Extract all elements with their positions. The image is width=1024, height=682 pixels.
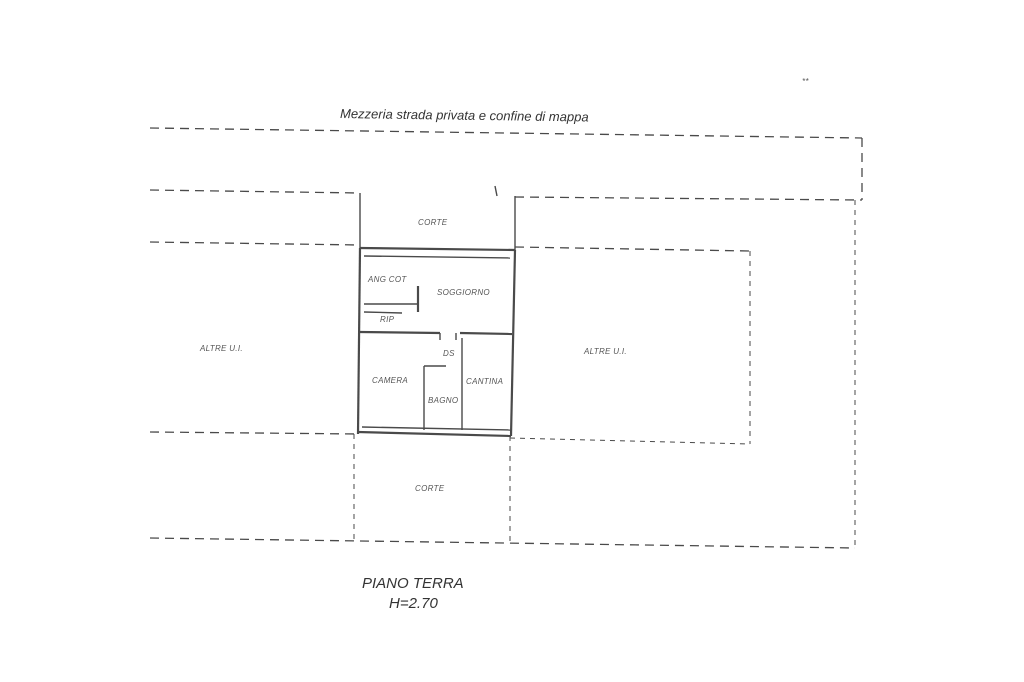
room-label-rip: RIP	[380, 315, 395, 324]
room-label-ds: DS	[443, 349, 455, 358]
boundary-line-2-right	[514, 196, 863, 201]
boundary-line-3	[149, 241, 361, 246]
room-label-altre-left: ALTRE U.I.	[199, 344, 243, 353]
room-label-corte-top: CORTE	[418, 218, 448, 227]
corte-bottom-area	[353, 434, 511, 545]
building-walls	[356, 246, 517, 438]
road-label: Mezzeria strada privata e confine di map…	[340, 106, 589, 124]
room-label-cantina: CANTINA	[466, 377, 503, 386]
room-label-altre-right: ALTRE U.I.	[583, 347, 627, 356]
room-label-camera: CAMERA	[372, 376, 408, 385]
boundary-line-3-right	[514, 246, 751, 252]
boundary-lines	[149, 127, 863, 549]
room-label-soggiorno: SOGGIORNO	[437, 288, 490, 297]
floor-height: H=2.70	[389, 595, 438, 612]
boundary-line-5	[149, 537, 856, 549]
road-centerline	[149, 127, 863, 139]
floor-name: PIANO TERRA	[362, 575, 464, 592]
boundary-line-2-left	[149, 189, 361, 194]
room-label-bagno: BAGNO	[428, 396, 458, 405]
room-label-ang-cot: ANG COT	[367, 275, 407, 284]
room-label-corte-bottom: CORTE	[415, 484, 445, 493]
right-unit-bottom-edge	[509, 437, 751, 445]
corte-top-area	[359, 185, 516, 250]
boundary-line-4	[149, 431, 361, 435]
page-mark: **	[802, 77, 809, 86]
